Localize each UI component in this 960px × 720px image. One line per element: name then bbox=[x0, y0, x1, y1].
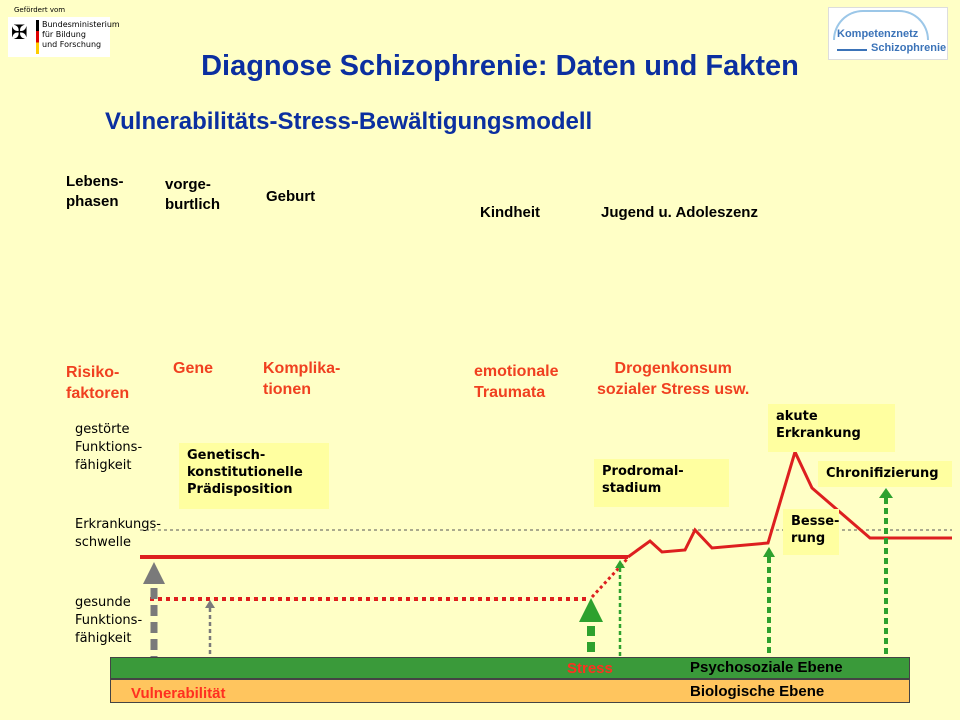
kompetenznetz-logo: Kompetenznetz Schizophrenie bbox=[828, 7, 948, 60]
green-arrowhead-3 bbox=[879, 488, 893, 498]
logo-underline bbox=[837, 49, 867, 51]
box-chronic: Chronifizierung bbox=[818, 461, 952, 487]
phase-childhood: Kindheit bbox=[480, 204, 540, 221]
ylabel-healthy: gesunde Funktions- fähigkeit bbox=[75, 595, 143, 646]
green-arrowhead-1 bbox=[615, 560, 625, 568]
logo-line-1: Kompetenznetz bbox=[837, 28, 919, 40]
band-vulnerability-label: Vulnerabilität bbox=[131, 685, 226, 702]
illness-curve bbox=[627, 447, 952, 559]
phases-row-label: Lebens- phasen bbox=[66, 173, 124, 210]
page-title: Diagnose Schizophrenie: Daten und Fakten bbox=[201, 50, 799, 82]
box-improvement: Besse- rung bbox=[783, 509, 839, 555]
risk-genes: Gene bbox=[173, 360, 214, 377]
ylabel-impaired: gestörte Funktions- fähigkeit bbox=[75, 422, 143, 473]
ministry-logo: ✠ Bundesministerium für Bildung und Fors… bbox=[8, 17, 120, 57]
risk-row-label: Risiko- faktoren bbox=[66, 364, 130, 402]
eagle-icon: ✠ bbox=[11, 20, 28, 44]
phase-birth: Geburt bbox=[266, 188, 316, 205]
phase-prenatal: vorge- burtlich bbox=[165, 176, 220, 213]
prodromal-onset bbox=[590, 556, 630, 599]
stress-arrowhead bbox=[579, 598, 603, 622]
biological-band bbox=[110, 679, 910, 703]
box-prodromal: Prodromal- stadium bbox=[594, 459, 729, 507]
sponsor-caption: Gefördert vom bbox=[14, 6, 66, 14]
band-psychosocial-label: Psychosoziale Ebene bbox=[690, 659, 843, 676]
page-subtitle: Vulnerabilitäts-Stress-Bewältigungsmodel… bbox=[105, 108, 593, 135]
risk-complications: Komplika- tionen bbox=[263, 360, 341, 398]
box-acute: akute Erkrankung bbox=[768, 404, 895, 452]
phase-adolescence: Jugend u. Adoleszenz bbox=[601, 204, 758, 221]
risk-drugs-stress: Drogenkonsum sozialer Stress usw. bbox=[597, 360, 750, 398]
vulnerability-arrowhead bbox=[143, 562, 165, 584]
ylabel-threshold: Erkrankungs- schwelle bbox=[75, 517, 161, 550]
logo-line-2: Schizophrenie bbox=[871, 42, 947, 54]
band-stress-label: Stress bbox=[567, 660, 613, 677]
ministry-text: Bundesministerium für Bildung und Forsch… bbox=[42, 20, 120, 49]
band-biological-label: Biologische Ebene bbox=[690, 683, 825, 700]
box-predisposition: Genetisch- konstitutionelle Prädispositi… bbox=[179, 443, 329, 509]
psychosocial-band bbox=[110, 657, 910, 679]
risk-trauma: emotionale Traumata bbox=[474, 363, 559, 401]
flag-bars bbox=[36, 20, 39, 54]
green-arrowhead-2 bbox=[763, 547, 775, 557]
predisposition-arrowhead bbox=[205, 600, 215, 608]
